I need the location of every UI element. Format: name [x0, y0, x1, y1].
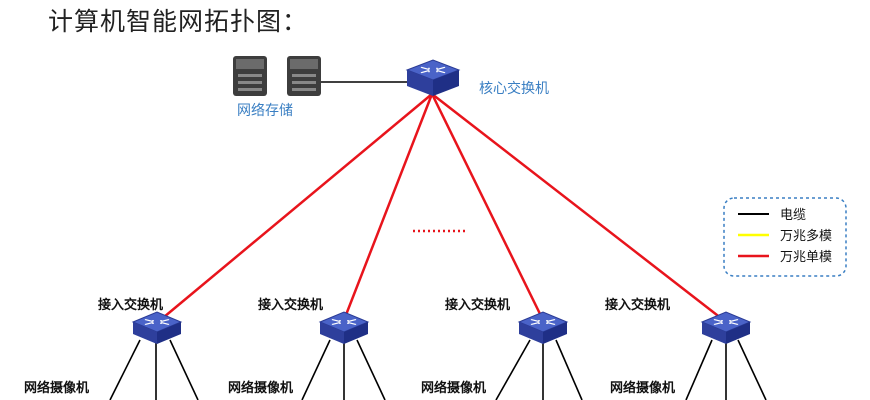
camera-label: 网络摄像机	[610, 380, 675, 396]
camera-cable	[169, 339, 199, 400]
access-switch-label: 接入交换机	[98, 297, 163, 313]
storage-server-icon	[287, 56, 321, 96]
access-switch-icon	[318, 311, 370, 344]
access-switch-icon	[700, 311, 752, 344]
legend-box	[723, 197, 847, 277]
camera-label: 网络摄像机	[228, 380, 293, 396]
access-switch-label: 接入交换机	[445, 297, 510, 313]
core-switch-icon	[405, 59, 461, 96]
camera-cable	[495, 339, 531, 400]
access-switch-label: 接入交换机	[258, 297, 323, 313]
legend-label-multimode: 万兆多模	[780, 228, 832, 244]
core-switch-label: 核心交换机	[479, 80, 549, 97]
fibre-link-3	[430, 93, 545, 321]
cable-links	[109, 81, 767, 400]
legend-label-cable: 电缆	[780, 207, 806, 223]
access-switch-icon	[517, 311, 569, 344]
camera-cable	[737, 339, 767, 400]
storage-server-icon	[233, 56, 267, 96]
legend: 电缆 万兆多模 万兆单模	[723, 197, 847, 277]
camera-label: 网络摄像机	[421, 380, 486, 396]
camera-cable	[109, 339, 141, 400]
camera-cable	[356, 339, 386, 400]
camera-label: 网络摄像机	[24, 380, 89, 396]
legend-label-singlemode: 万兆单模	[780, 250, 832, 265]
page-title: 计算机智能网拓扑图：	[48, 7, 309, 36]
fibre-link-4	[431, 93, 727, 323]
single-mode-links	[157, 93, 727, 323]
storage-label: 网络存储	[237, 103, 293, 119]
camera-cable	[301, 339, 331, 400]
camera-cable	[685, 339, 713, 400]
fibre-link-1	[157, 93, 433, 323]
camera-cable	[555, 339, 583, 400]
access-switch-label: 接入交换机	[605, 297, 670, 313]
access-switch-icon	[131, 311, 183, 344]
fibre-link-2	[342, 93, 434, 321]
